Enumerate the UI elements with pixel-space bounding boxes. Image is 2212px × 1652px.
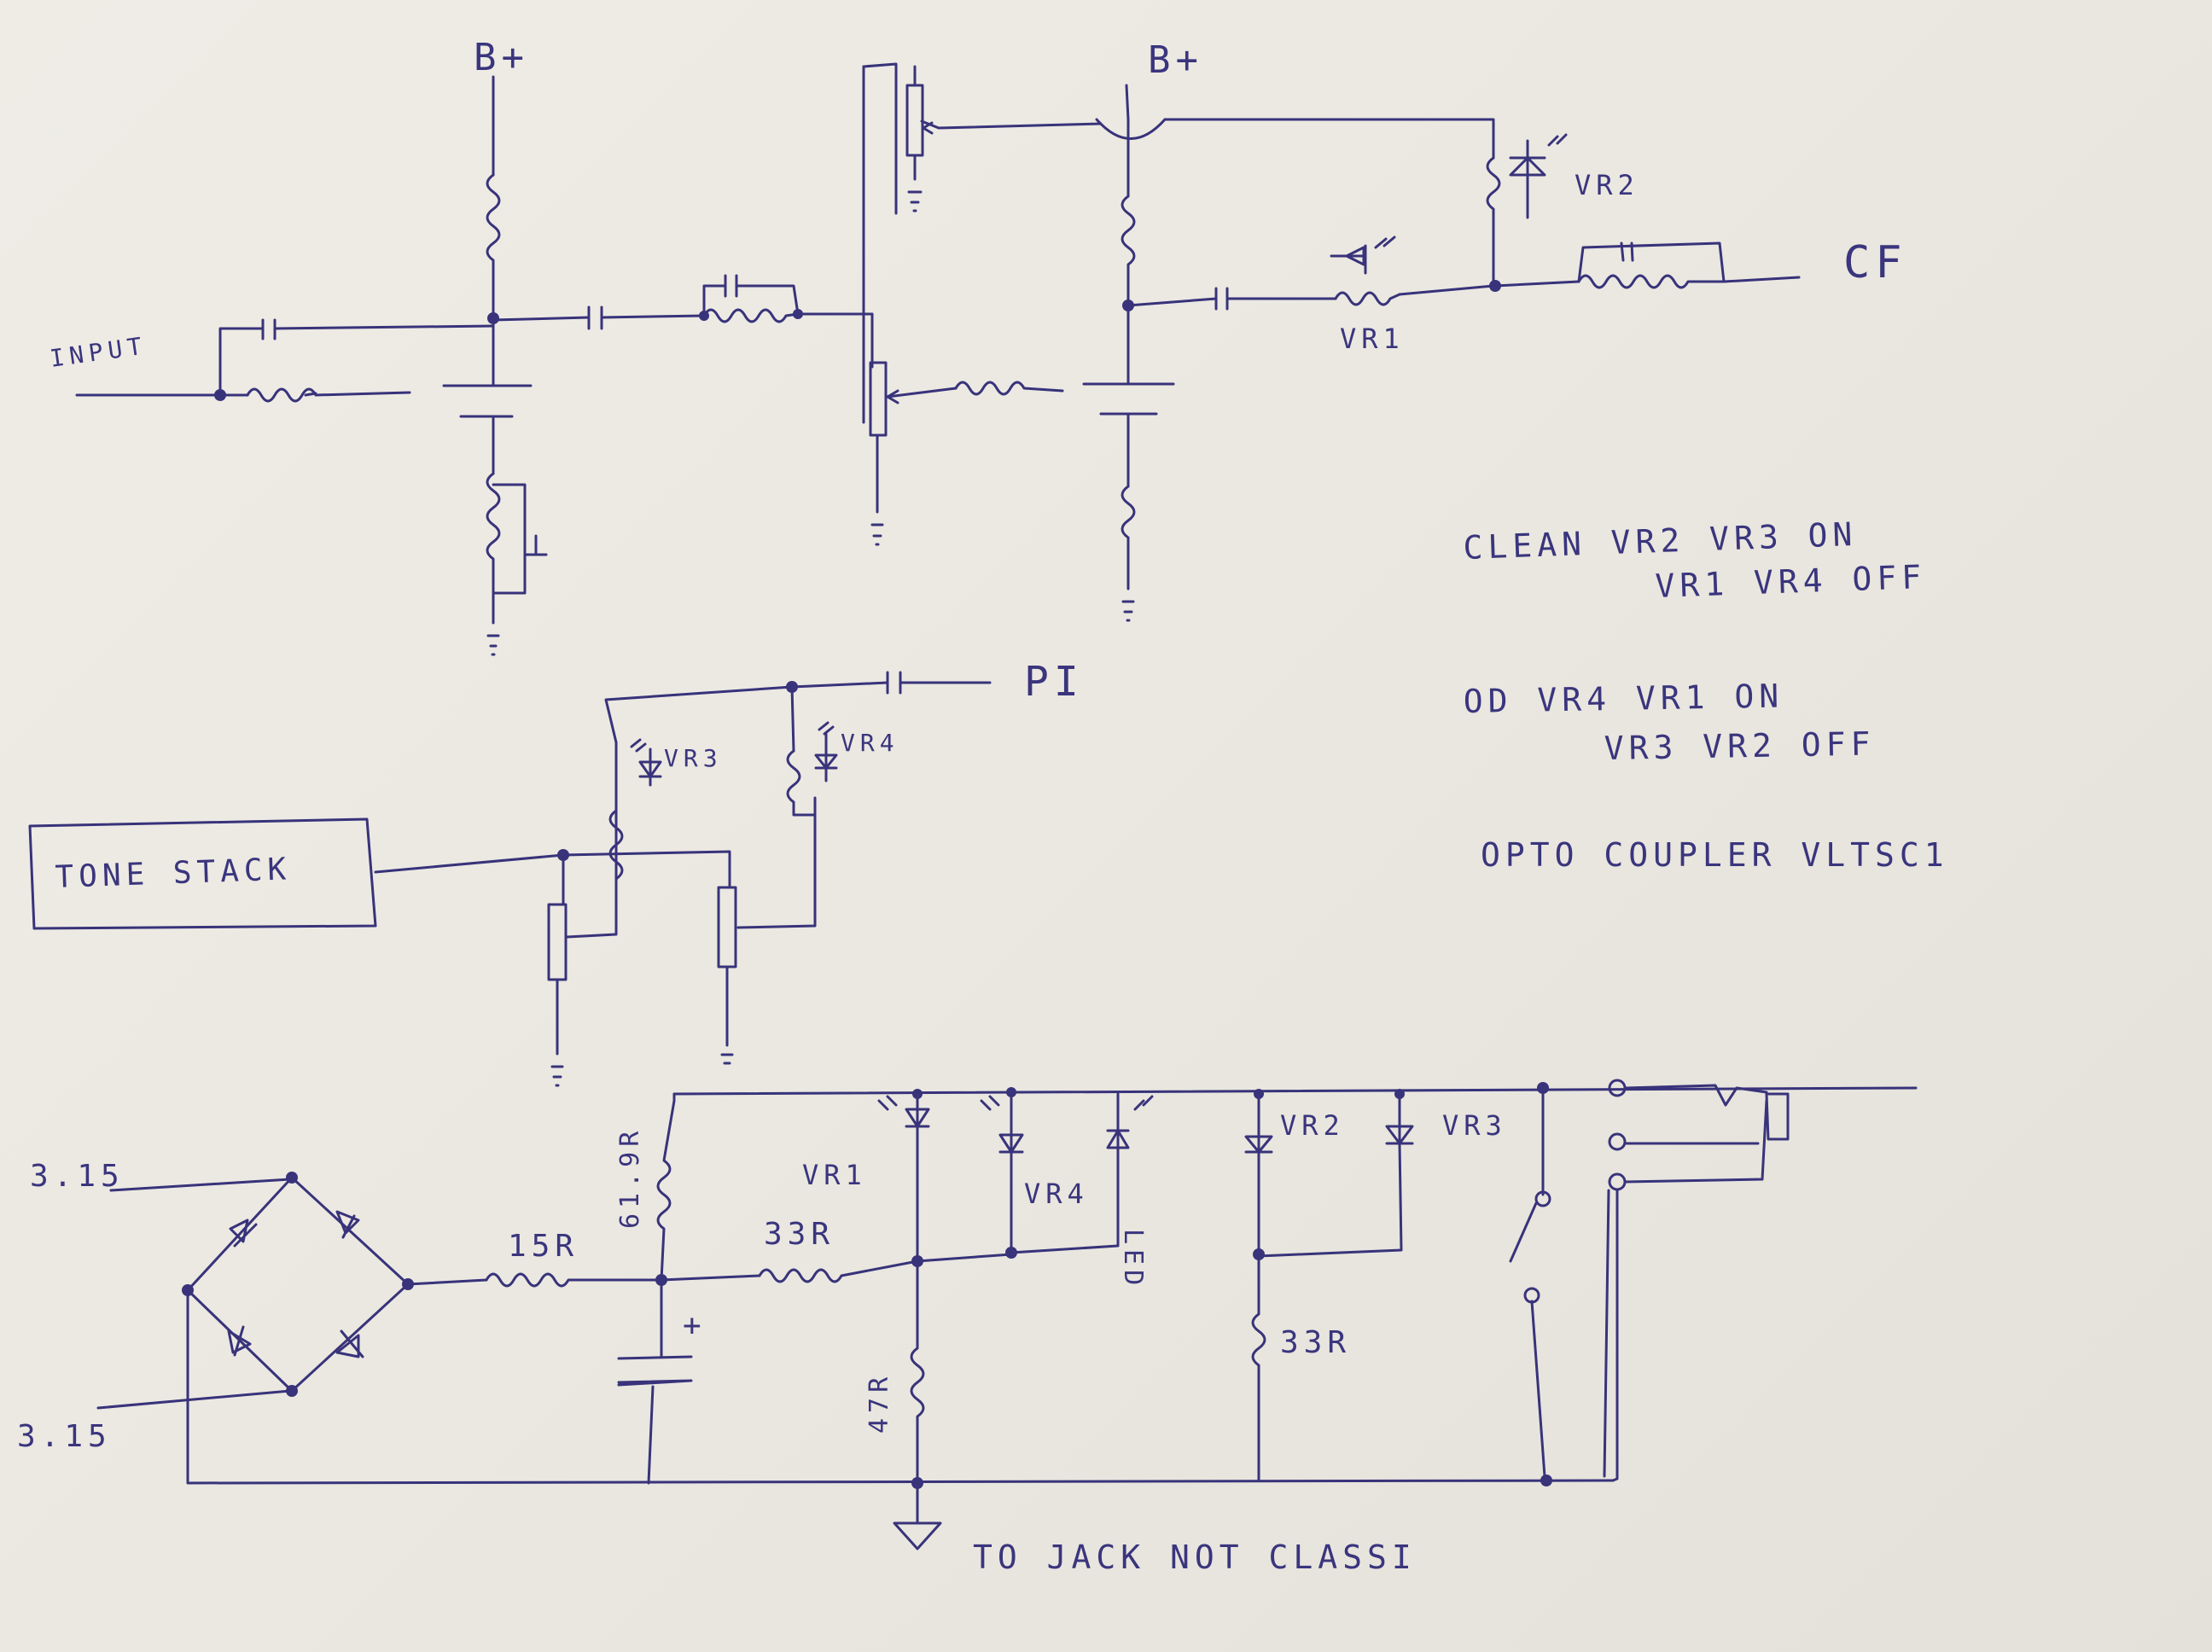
r-33r-label-b: 33R bbox=[1280, 1325, 1351, 1360]
pi-label: PI bbox=[1024, 658, 1084, 706]
vr1-bot-label: VR1 bbox=[802, 1159, 867, 1191]
r-33r-label-a: 33R bbox=[764, 1217, 835, 1252]
to-jack-label: TO JACK NOT CLASSI bbox=[973, 1539, 1417, 1576]
note-clean-1: CLEAN VR2 VR3 ON bbox=[1463, 515, 1858, 567]
note-clean-2: VR1 VR4 OFF bbox=[1655, 558, 1927, 605]
vr1-top-label: VR1 bbox=[1340, 323, 1405, 355]
note-od-1: OD VR4 VR1 ON bbox=[1463, 677, 1784, 720]
vr2-top-label: VR2 bbox=[1575, 169, 1639, 201]
vr3-bot-label: VR3 bbox=[1442, 1109, 1507, 1142]
r-619r-label: 61.9R bbox=[615, 1126, 645, 1229]
vr2-bot-label: VR2 bbox=[1280, 1109, 1345, 1142]
led-label: LED bbox=[1118, 1229, 1148, 1290]
tone-stack-label: TONE STACK bbox=[55, 852, 292, 895]
b-plus-label-1: B+ bbox=[474, 36, 529, 79]
r-15r-label: 15R bbox=[508, 1229, 579, 1264]
note-od-2: VR3 VR2 OFF bbox=[1604, 724, 1875, 767]
vr3-mid-label: VR3 bbox=[664, 744, 723, 772]
b-plus-label-2: B+ bbox=[1148, 38, 1203, 82]
tone-section bbox=[28, 671, 992, 1087]
preamp-section bbox=[75, 62, 1801, 656]
v315-label-b: 3.15 bbox=[17, 1419, 112, 1454]
vr4-bot-label: VR4 bbox=[1024, 1178, 1089, 1210]
labels: B+ B+ INPUT CF VR2 VR1 PI TONE STACK VR3… bbox=[17, 36, 1949, 1576]
cf-label: CF bbox=[1843, 237, 1907, 288]
switch-supply-section bbox=[96, 1079, 1918, 1550]
plus-label: + bbox=[683, 1308, 707, 1343]
note-opto: OPTO COUPLER VLTSC1 bbox=[1481, 836, 1949, 874]
vr4-mid-label: VR4 bbox=[841, 729, 899, 757]
input-label: INPUT bbox=[48, 331, 148, 373]
r-47r-label: 47R bbox=[864, 1372, 894, 1434]
v315-label-a: 3.15 bbox=[30, 1159, 125, 1194]
